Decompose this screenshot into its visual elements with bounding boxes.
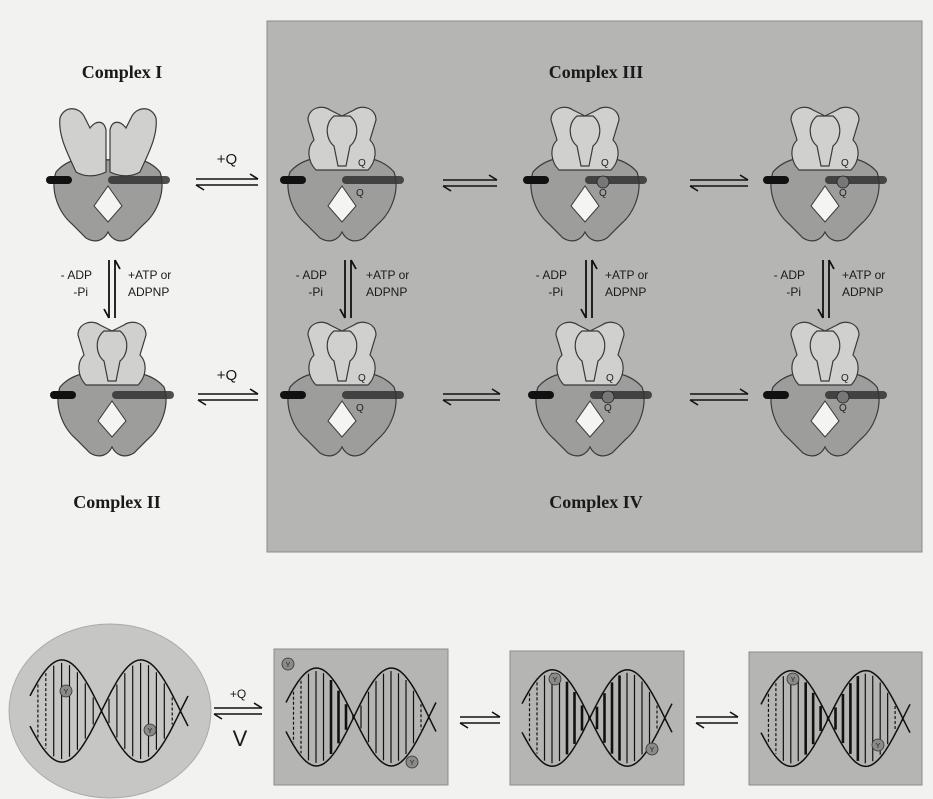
y-marker-1a: Y (60, 685, 72, 697)
protein-upper-domain (308, 322, 376, 385)
dna-bar-left (523, 176, 549, 184)
dna-bar-right (825, 176, 887, 184)
q-label-upper: Q (606, 373, 614, 384)
y-marker-3a: Y (549, 673, 561, 685)
q-label-upper: Q (358, 373, 366, 384)
y-marker-1b: Y (144, 724, 156, 736)
dna-bar-left (528, 391, 554, 399)
plus-q-label-dna: +Q (230, 687, 246, 701)
plus-q-label-bottom: +Q (217, 367, 237, 384)
protein-upper-domain (791, 322, 859, 385)
y-ball-label: Y (286, 662, 291, 669)
protein-upper-domain (556, 322, 624, 385)
vertical-arrow-complex-1-2 (104, 260, 120, 318)
dna-bar-right (108, 176, 170, 184)
vertical-arrow-col-3-minus-adp: - ADP (774, 268, 805, 282)
vertical-arrow-col-1-adpnp: ADPNP (366, 285, 407, 299)
dna-bar-left (46, 176, 72, 184)
q-atp-circle (597, 176, 609, 188)
vertical-arrow-col-3-minus-pi: -Pi (786, 285, 801, 299)
vertical-arrow-col-1-minus-adp: - ADP (296, 268, 327, 282)
dna-bar-right (112, 391, 174, 399)
y-ball-label: Y (791, 677, 796, 684)
y-marker-4b: Y (872, 739, 884, 751)
dna-bar-left (280, 176, 306, 184)
q-label-lower: Q (356, 403, 364, 414)
vertical-arrow-col-3-adpnp: ADPNP (842, 285, 883, 299)
y-marker-2b: Y (406, 756, 418, 768)
dna-bar-left (280, 391, 306, 399)
vertical-arrow-col-1-plus-atp: +ATP or (366, 268, 409, 282)
complex-4-title: Complex IV (549, 492, 643, 512)
q-atp-circle (837, 176, 849, 188)
y-marker-3b: Y (646, 743, 658, 755)
q-label-lower: Q (839, 188, 847, 199)
vertical-arrow-col-2-adpnp: ADPNP (605, 285, 646, 299)
dna-bar-right (342, 176, 404, 184)
dna-bar-left (763, 391, 789, 399)
q-label-lower: Q (839, 403, 847, 414)
arrow-dna-3-4 (696, 712, 738, 728)
y-ball-label: Y (876, 743, 881, 750)
y-ball-label: Y (148, 728, 153, 735)
y-marker-2a: Y (282, 658, 294, 670)
vertical-arrow-complex-1-2-plus-atp: +ATP or (128, 268, 171, 282)
dna-bar-right (585, 176, 647, 184)
q-label-lower: Q (356, 188, 364, 199)
y-ball-label: Y (650, 747, 655, 754)
q-label-upper: Q (841, 373, 849, 384)
v-label-dna: V (233, 726, 248, 751)
q-label-upper: Q (601, 158, 609, 169)
protein-upper-domain (791, 107, 859, 170)
y-ball-label: Y (64, 689, 69, 696)
q-label-lower: Q (604, 403, 612, 414)
y-ball-label: Y (410, 760, 415, 767)
protein-upper-domain (308, 107, 376, 170)
complex-1-protein (46, 109, 170, 241)
complex-2-title: Complex II (73, 492, 161, 512)
dna-bar-right (825, 391, 887, 399)
q-label-upper: Q (358, 158, 366, 169)
arrow-dna-2-3 (460, 712, 500, 728)
q-label-lower: Q (599, 188, 607, 199)
complex-2-protein (50, 322, 174, 456)
complex-3-title: Complex III (549, 62, 644, 82)
vertical-arrow-complex-1-2-minus-pi: -Pi (73, 285, 88, 299)
y-marker-4a: Y (787, 673, 799, 685)
arrow-complex2-to-4 (198, 389, 258, 405)
protein-upper-domain (78, 322, 146, 385)
complex-1-title: Complex I (82, 62, 163, 82)
q-atp-circle (837, 391, 849, 403)
arrow-complex1-to-3 (196, 174, 258, 190)
dna-bar-right (342, 391, 404, 399)
vertical-arrow-col-2-minus-adp: - ADP (536, 268, 567, 282)
dna-bar-right (590, 391, 652, 399)
q-atp-circle (602, 391, 614, 403)
plus-q-label-top: +Q (217, 151, 237, 168)
protein-upper-domain (551, 107, 619, 170)
dna-bar-left (763, 176, 789, 184)
vertical-arrow-col-1-minus-pi: -Pi (308, 285, 323, 299)
vertical-arrow-col-2-plus-atp: +ATP or (605, 268, 648, 282)
dna-bar-left (50, 391, 76, 399)
vertical-arrow-complex-1-2-minus-adp: - ADP (61, 268, 92, 282)
q-label-upper: Q (841, 158, 849, 169)
vertical-arrow-complex-1-2-adpnp: ADPNP (128, 285, 169, 299)
y-ball-label: Y (553, 677, 558, 684)
arrow-dna-1-2 (214, 703, 262, 719)
vertical-arrow-col-2-minus-pi: -Pi (548, 285, 563, 299)
vertical-arrow-col-3-plus-atp: +ATP or (842, 268, 885, 282)
